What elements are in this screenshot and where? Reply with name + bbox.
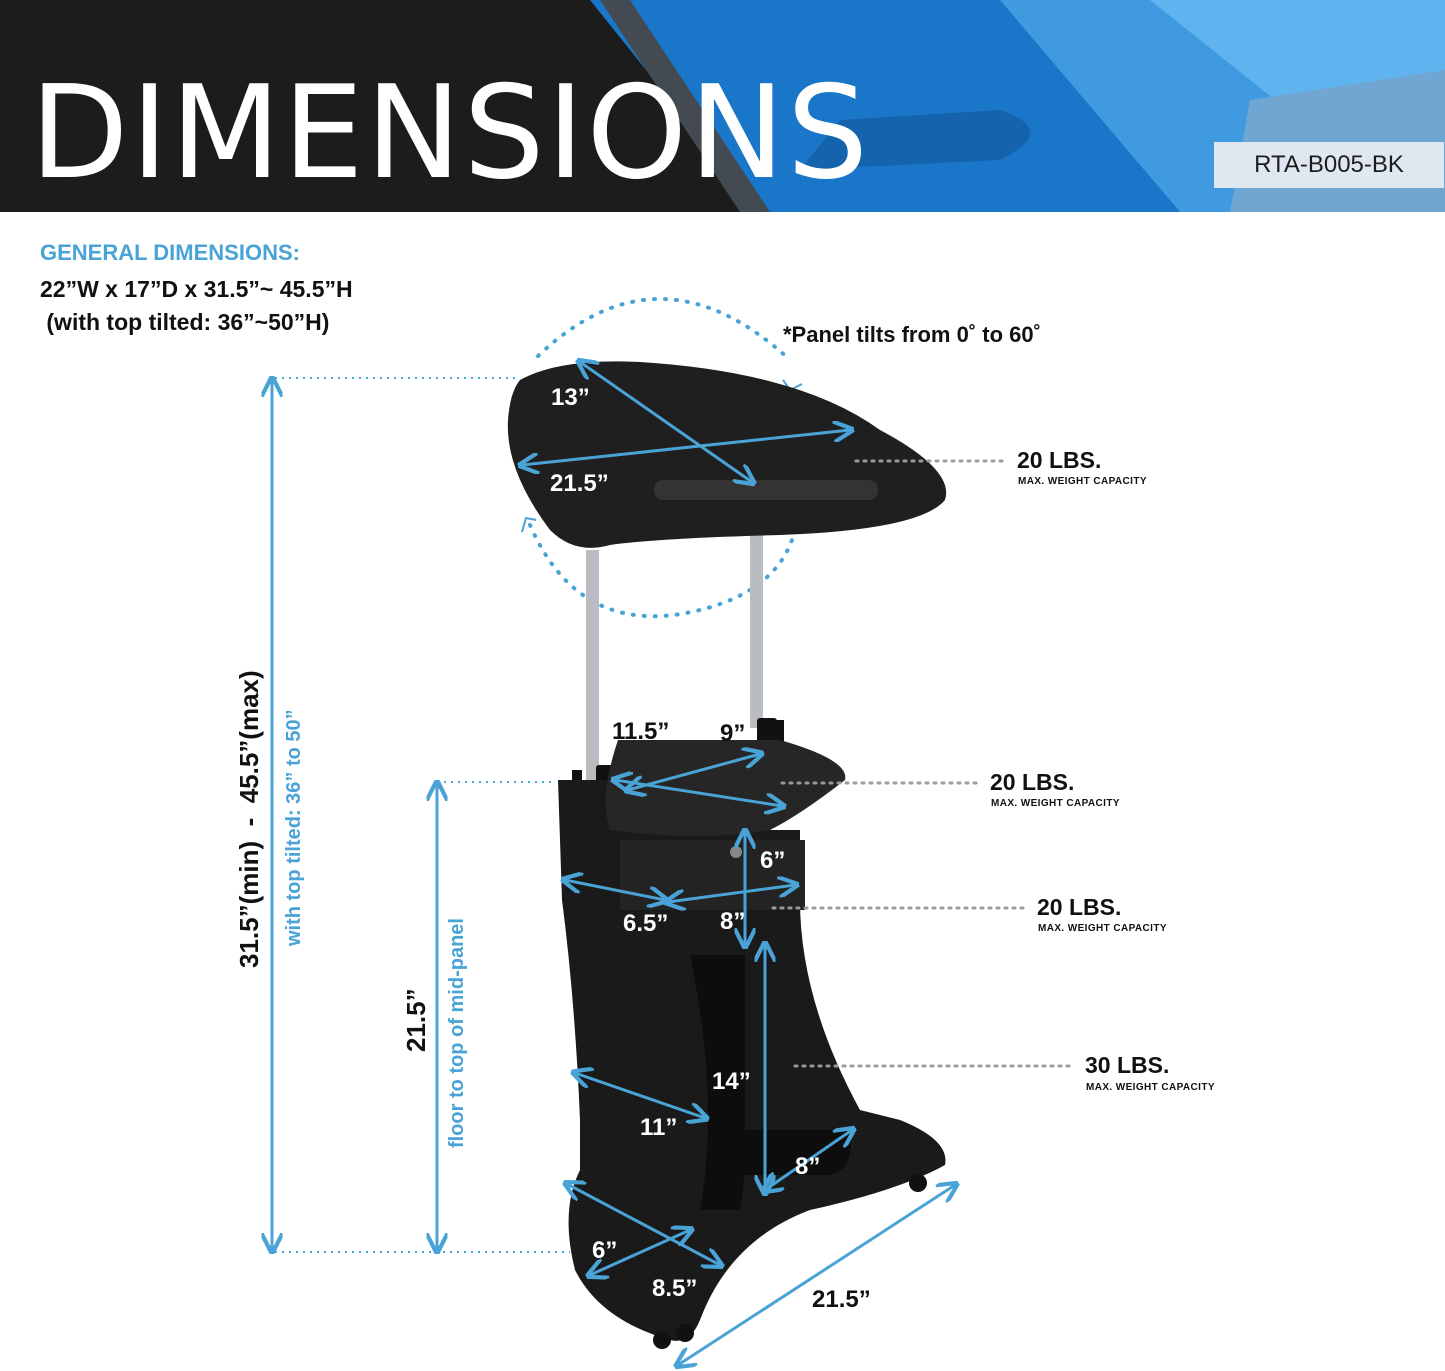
capacity-top-label: MAX. WEIGHT CAPACITY <box>1018 476 1147 487</box>
wrist-rest <box>654 480 878 500</box>
tilt-arrow-bottom <box>521 516 537 533</box>
base-width-label: 21.5” <box>812 1286 871 1313</box>
model-number-badge: RTA-B005-BK <box>1214 142 1444 188</box>
drawer-width-label: 6.5” <box>623 910 669 937</box>
capacity-leaders <box>771 459 1076 1068</box>
cabinet-width-label: 11” <box>640 1114 678 1141</box>
drawer-lock <box>730 846 742 858</box>
mid-depth-label: 9” <box>720 720 746 747</box>
capacity-mid-value: 20 LBS. <box>990 769 1075 795</box>
drawer-height-label: 6” <box>760 847 786 874</box>
capacity-top-value: 20 LBS. <box>1017 447 1102 473</box>
total-height-label: 31.5”(min) - 45.5”(max) <box>234 670 264 968</box>
general-dimensions-heading: GENERAL DIMENSIONS: <box>40 240 300 265</box>
general-dimensions-line1: 22”W x 17”D x 31.5”~ 45.5”H <box>40 276 353 302</box>
tilted-height-label: with top tilted: 36” to 50” <box>283 709 305 946</box>
capacity-drawer-value: 20 LBS. <box>1037 894 1122 920</box>
capacity-cabinet-value: 30 LBS. <box>1085 1052 1170 1078</box>
capacity-mid-label: MAX. WEIGHT CAPACITY <box>991 798 1120 809</box>
capacity-drawer-label: MAX. WEIGHT CAPACITY <box>1038 923 1167 934</box>
tilt-note: *Panel tilts from 0˚ to 60˚ <box>783 322 1041 347</box>
page-title: DIMENSIONS <box>30 59 871 208</box>
top-width-label: 21.5” <box>550 470 609 497</box>
base-right-label: 8.5” <box>652 1275 698 1302</box>
cabinet-depth-label: 8” <box>795 1153 821 1180</box>
mid-panel <box>605 740 846 836</box>
capacity-cabinet-label: MAX. WEIGHT CAPACITY <box>1086 1082 1215 1093</box>
base-left-label: 6” <box>592 1237 618 1264</box>
measurement-arrows <box>272 362 955 1365</box>
general-dimensions-line2: (with top tilted: 36”~50”H) <box>40 309 330 335</box>
mid-height-label: 21.5” <box>401 988 431 1052</box>
cabinet-height-label: 14” <box>712 1068 751 1095</box>
top-depth-label: 13” <box>551 384 590 411</box>
tilt-arc-guides <box>528 297 797 619</box>
mid-height-caption: floor to top of mid-panel <box>446 918 468 1148</box>
mid-width-label: 11.5” <box>612 718 670 745</box>
drawer-depth-label: 8” <box>720 908 746 935</box>
height-guides <box>275 377 570 1253</box>
